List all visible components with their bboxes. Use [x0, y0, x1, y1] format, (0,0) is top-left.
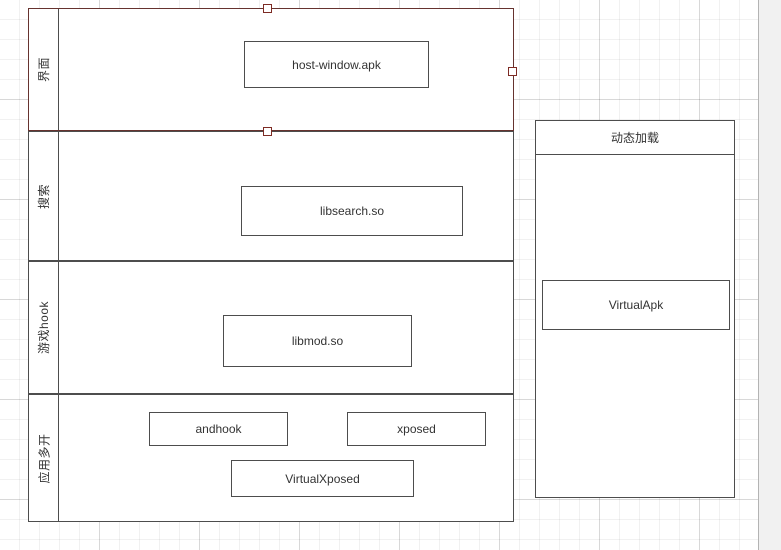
swimlane-lane-game-hook[interactable]: 游戏hook libmod.so	[28, 261, 514, 394]
lane-body-ui: host-window.apk	[59, 9, 513, 130]
lane-body-search: libsearch.so	[59, 132, 513, 260]
swimlane-lane-ui[interactable]: 界面 host-window.apk	[28, 8, 514, 131]
lane-title-ui-label: 界面	[36, 56, 51, 83]
lane-title-multi-open-label: 应用多开	[37, 432, 52, 484]
lane-body-game-hook: libmod.so	[59, 262, 513, 393]
page-margin-bottom	[0, 543, 758, 550]
lane-title-game-hook-label: 游戏hook	[37, 300, 51, 355]
node-libsearch-so[interactable]: libsearch.so	[241, 186, 463, 236]
lane-title-search-label: 搜索	[36, 183, 51, 209]
selection-handle-middle-right[interactable]	[508, 67, 517, 76]
node-virtualapk[interactable]: VirtualApk	[542, 280, 730, 330]
node-xposed[interactable]: xposed	[347, 412, 486, 446]
pool-dynamic-loading-header: 动态加载	[536, 121, 734, 155]
lane-title-ui: 界面	[29, 9, 59, 130]
swimlane-lane-multi-open[interactable]: 应用多开 andhook xposed VirtualXposed	[28, 394, 514, 522]
pool-dynamic-loading-body: VirtualApk	[536, 155, 734, 497]
lane-title-search: 搜索	[29, 132, 59, 260]
lane-title-game-hook: 游戏hook	[29, 262, 59, 393]
node-virtualxposed[interactable]: VirtualXposed	[231, 460, 414, 497]
lane-body-multi-open: andhook xposed VirtualXposed	[59, 395, 513, 521]
selection-handle-top-center[interactable]	[263, 4, 272, 13]
swimlane-lane-search[interactable]: 搜索 libsearch.so	[28, 131, 514, 261]
swimlane-table[interactable]: 界面 host-window.apk 搜索 libsearch.so 游戏hoo…	[28, 8, 514, 522]
selection-handle-bottom-center[interactable]	[263, 127, 272, 136]
node-host-window-apk[interactable]: host-window.apk	[244, 41, 429, 88]
node-libmod-so[interactable]: libmod.so	[223, 315, 412, 367]
page-margin-right	[758, 0, 781, 550]
node-andhook[interactable]: andhook	[149, 412, 288, 446]
pool-dynamic-loading[interactable]: 动态加载 VirtualApk	[535, 120, 735, 498]
lane-title-multi-open: 应用多开	[29, 395, 59, 521]
